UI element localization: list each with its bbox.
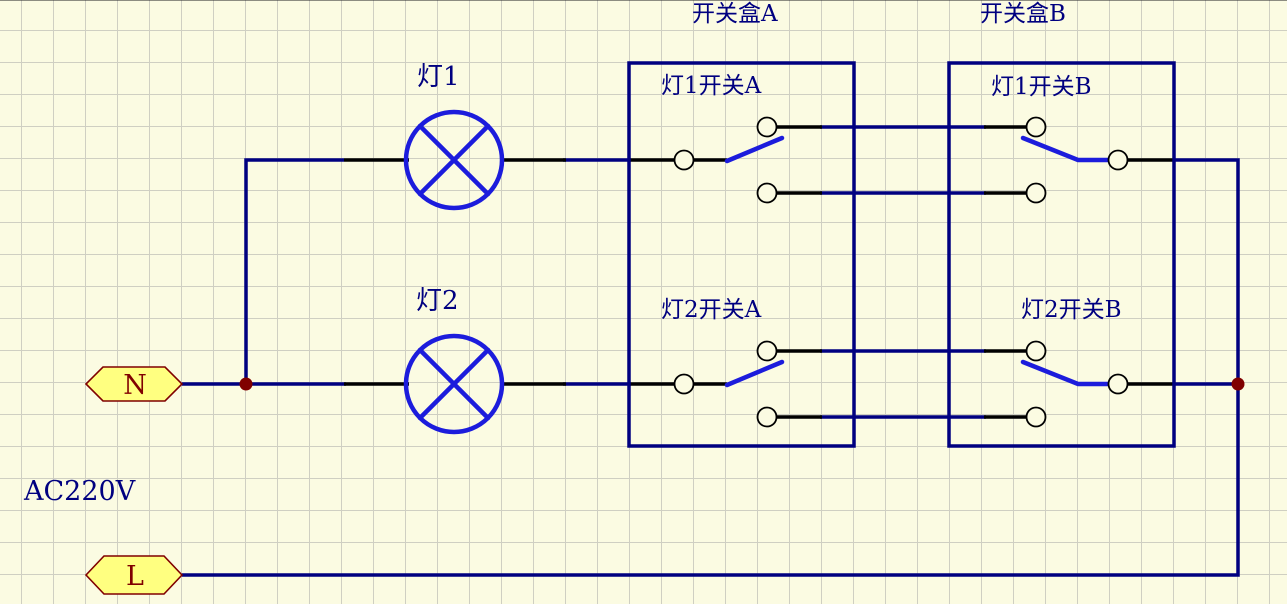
switch-b2-label: 灯2开关B <box>1021 297 1122 323</box>
lamp1-circle <box>403 109 505 211</box>
lamp1-cross <box>417 123 491 197</box>
neutral-port-hexagon <box>84 366 184 402</box>
wires <box>182 125 1240 577</box>
component-pins <box>344 125 1174 419</box>
switchB1-blade <box>1020 135 1111 163</box>
switch-box-b <box>947 61 1176 448</box>
switchA2-blade <box>724 359 785 388</box>
box-a-title: 开关盒A <box>692 1 778 27</box>
neutral-port-label: N <box>123 370 147 401</box>
switchB1-upper-contact <box>1025 116 1047 138</box>
lamp1-label: 灯1 <box>417 62 460 92</box>
switchB2-pole-contact <box>1107 373 1129 395</box>
live-port: L <box>84 555 184 595</box>
live-port-label: L <box>126 561 144 592</box>
wire-neutral-branch-lamp1 <box>244 158 344 384</box>
switch-box-a <box>627 61 856 448</box>
switchA2-upper-contact <box>756 340 778 362</box>
lamp2-circle <box>403 333 505 435</box>
switchA1-lower-contact <box>756 182 778 204</box>
lamp2-symbol <box>403 333 505 435</box>
switchA1-pole-contact <box>673 149 695 171</box>
switch-contacts <box>673 116 1129 428</box>
box-b-title: 开关盒B <box>980 1 1066 27</box>
supply-voltage-label: AC220V <box>24 476 136 507</box>
top-edge-line <box>0 0 1287 1</box>
switchA2-pole-contact <box>673 373 695 395</box>
junction-live <box>1231 377 1245 391</box>
lamp2-cross <box>417 347 491 421</box>
switch-b1-label: 灯1开关B <box>991 74 1092 100</box>
wire-live-return <box>182 158 1240 577</box>
switchA2-lower-contact <box>756 406 778 428</box>
lamp1-symbol <box>403 109 505 211</box>
neutral-port: N <box>84 366 184 402</box>
switchA1-blade <box>724 135 785 164</box>
switch-a2-label: 灯2开关A <box>661 297 762 323</box>
switch-a1-label: 灯1开关A <box>661 73 762 99</box>
switchA1-upper-contact <box>756 116 778 138</box>
switchB2-blade <box>1020 359 1111 387</box>
lamp2-label: 灯2 <box>416 286 459 316</box>
switchB2-upper-contact <box>1025 340 1047 362</box>
switchB1-pole-contact <box>1107 149 1129 171</box>
switchB2-lower-contact <box>1025 406 1047 428</box>
switchB1-lower-contact <box>1025 182 1047 204</box>
live-port-hexagon <box>84 555 184 595</box>
junction-neutral <box>239 377 253 391</box>
